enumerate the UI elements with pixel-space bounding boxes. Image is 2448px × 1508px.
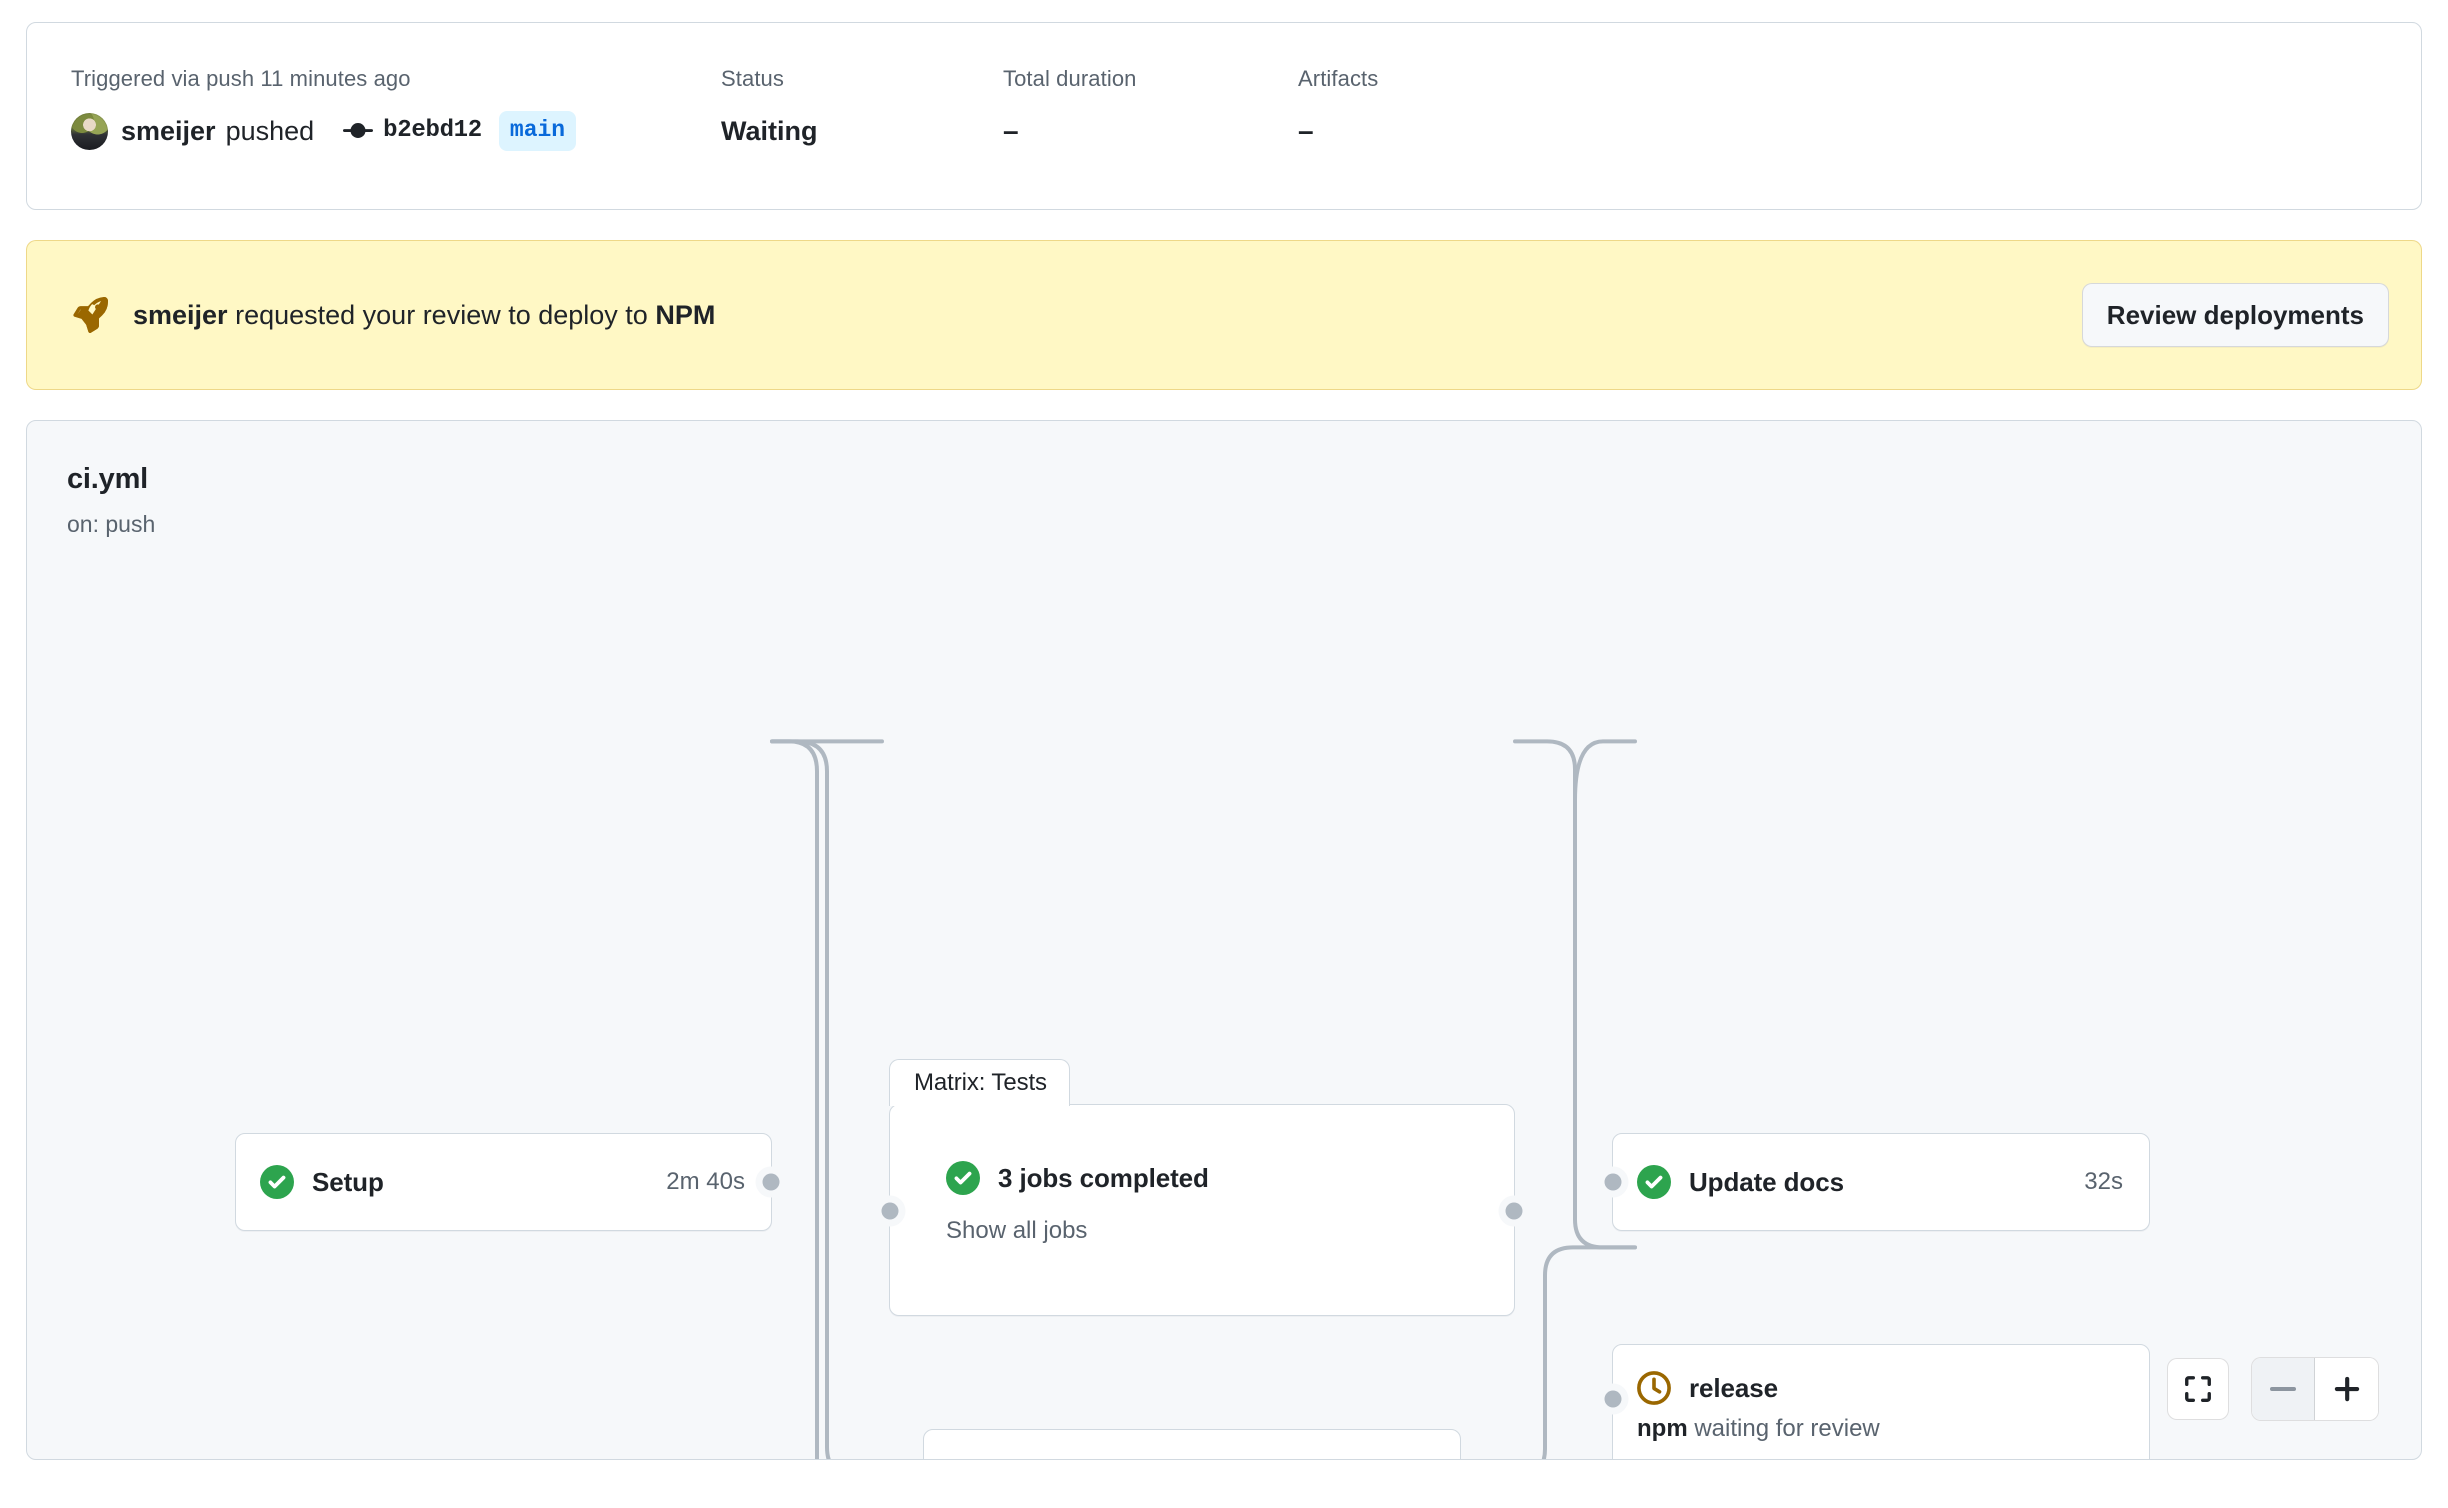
graph-canvas[interactable]: Setup 2m 40s Matrix: Tests xyxy=(27,421,2421,1459)
status-value: Waiting xyxy=(721,116,818,146)
workflow-graph-card: ci.yml on: push xyxy=(26,420,2422,1460)
banner-message: smeijer requested your review to deploy … xyxy=(133,298,2082,332)
release-environment: npm xyxy=(1637,1415,1688,1442)
clock-icon xyxy=(1637,1371,1671,1405)
plus-icon xyxy=(2334,1376,2359,1402)
total-duration-value: – xyxy=(1003,115,1019,146)
trigger-label: Triggered via push 11 minutes ago xyxy=(71,66,411,91)
job-node-update-docs[interactable]: Update docs 32s xyxy=(1604,1133,2150,1231)
job-node-release[interactable]: release npm waiting for review xyxy=(1604,1344,2150,1459)
fit-screen-icon-button[interactable] xyxy=(2167,1358,2229,1420)
git-commit-icon xyxy=(343,116,374,146)
deployment-review-banner: smeijer requested your review to deploy … xyxy=(26,240,2422,390)
artifacts-value: – xyxy=(1298,115,1314,146)
banner-environment: NPM xyxy=(655,300,716,330)
total-duration-label: Total duration xyxy=(1003,66,1137,91)
run-summary-card: Triggered via push 11 minutes ago Status… xyxy=(26,22,2422,210)
review-deployments-button[interactable]: Review deployments xyxy=(2081,283,2389,347)
release-status-detail: waiting for review xyxy=(1687,1415,1880,1442)
zoom-in-out-group xyxy=(2251,1357,2379,1421)
job-node-setup[interactable]: Setup 2m 40s xyxy=(235,1133,780,1231)
rocket-icon xyxy=(72,297,108,333)
check-circle-icon xyxy=(260,1165,294,1199)
trigger-value: smeijer pushed b2ebd12 main xyxy=(71,111,721,151)
branch-badge[interactable]: main xyxy=(498,111,577,151)
job-label: Update docs xyxy=(1689,1166,1844,1197)
trigger-action: pushed xyxy=(225,116,315,146)
job-duration: 2m 40s xyxy=(666,1168,745,1195)
matrix-jobs-completed-label: 3 jobs completed xyxy=(998,1162,1209,1193)
check-circle-icon xyxy=(1637,1165,1671,1199)
workflow-trigger-subtitle: on: push xyxy=(67,511,156,537)
artifacts-label: Artifacts xyxy=(1298,66,1379,91)
release-status-text: npm waiting for review xyxy=(1613,1415,2149,1443)
workflow-file-title: ci.yml xyxy=(67,463,149,495)
job-group-matrix-tests[interactable]: Matrix: Tests 3 jobs completed Show all … xyxy=(881,1059,1523,1316)
actor-name[interactable]: smeijer xyxy=(121,116,216,146)
avatar xyxy=(71,112,108,150)
show-all-jobs-link[interactable]: Show all jobs xyxy=(946,1217,1088,1244)
job-duration: 32s xyxy=(2084,1168,2123,1195)
job-node-typescript[interactable]: Typescript 32s xyxy=(923,1429,1461,1459)
node-handle-left[interactable] xyxy=(881,1202,899,1220)
minus-icon xyxy=(2270,1387,2296,1391)
banner-message-mid: requested your review to deploy to xyxy=(227,300,656,330)
matrix-group-tab: Matrix: Tests xyxy=(889,1059,1070,1106)
plus-icon-button[interactable] xyxy=(2315,1358,2378,1420)
job-label: Setup xyxy=(312,1166,384,1197)
commit-sha[interactable]: b2ebd12 xyxy=(383,117,482,144)
minus-icon-button[interactable] xyxy=(2252,1358,2315,1420)
graph-zoom-controls xyxy=(2167,1357,2379,1421)
node-handle-left[interactable] xyxy=(1604,1173,1622,1191)
node-handle-right[interactable] xyxy=(1505,1202,1523,1220)
node-handle-right[interactable] xyxy=(762,1173,780,1191)
banner-actor: smeijer xyxy=(133,300,228,330)
status-label: Status xyxy=(721,66,784,91)
node-handle-left[interactable] xyxy=(1604,1390,1622,1408)
job-label: release xyxy=(1689,1372,1778,1403)
check-circle-icon xyxy=(946,1161,980,1195)
